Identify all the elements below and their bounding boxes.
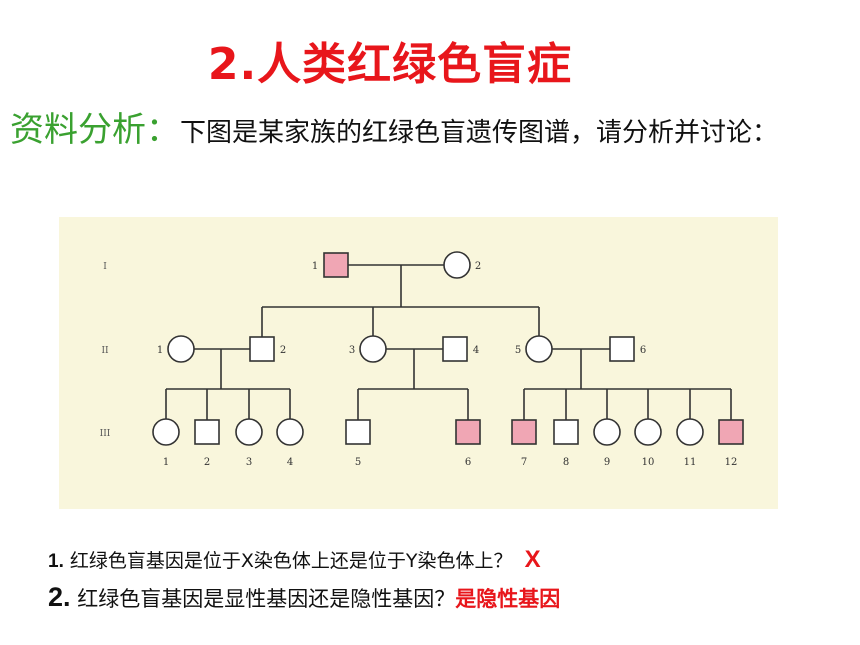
generation-label-I: I (103, 262, 107, 272)
member-label-iii-9: 9 (604, 457, 610, 468)
member-label-ii-6: 6 (640, 345, 646, 356)
male-symbol-iii-2 (194, 419, 220, 445)
member-label-ii-5: 5 (515, 345, 521, 356)
member-label-iii-3: 3 (246, 457, 252, 468)
question-1: 1. 红绿色盲基因是位于X染色体上还是位于Y染色体上？ X (48, 546, 541, 574)
male-symbol-iii-6 (455, 419, 481, 445)
member-label-iii-11: 11 (684, 457, 697, 468)
member-label-ii-3: 3 (349, 345, 355, 356)
male-symbol-iii-8 (553, 419, 579, 445)
female-symbol-iii-1 (152, 418, 180, 446)
female-symbol-ii-3 (359, 335, 387, 363)
intro-text: 下图是某家族的红绿色盲遗传图谱，请分析并讨论： (180, 118, 779, 148)
question-2-answer: 是隐性基因 (455, 587, 561, 611)
member-label-iii-5: 5 (355, 457, 361, 468)
female-symbol-ii-5 (525, 335, 553, 363)
member-label-iii-4: 4 (287, 457, 293, 468)
member-label-iii-12: 12 (725, 457, 738, 468)
male-symbol-iii-5 (345, 419, 371, 445)
member-label-ii-4: 4 (473, 345, 479, 356)
slide-title: 2.人类红绿色盲症 (207, 39, 573, 90)
female-symbol-iii-11 (676, 418, 704, 446)
member-label-i-1: 1 (312, 261, 318, 272)
generation-label-II: II (101, 346, 109, 356)
question-2-text: 红绿色盲基因是显性基因还是隐性基因？ (77, 587, 456, 611)
question-1-number: 1. (48, 551, 64, 572)
male-symbol-ii-6 (609, 336, 635, 362)
male-symbol-ii-2 (249, 336, 275, 362)
member-label-i-2: 2 (475, 261, 481, 272)
female-symbol-ii-1 (167, 335, 195, 363)
male-symbol-iii-7 (511, 419, 537, 445)
member-label-ii-2: 2 (280, 345, 286, 356)
question-2-number: 2. (48, 582, 71, 612)
question-2: 2. 红绿色盲基因是显性基因还是隐性基因？是隐性基因 (48, 582, 560, 613)
member-label-ii-1: 1 (157, 345, 163, 356)
female-symbol-i-2 (443, 251, 471, 279)
intro-paragraph: 资料分析：下图是某家族的红绿色盲遗传图谱，请分析并讨论： (10, 106, 850, 157)
member-label-iii-10: 10 (642, 457, 655, 468)
male-symbol-ii-4 (442, 336, 468, 362)
generation-label-III: III (100, 429, 111, 439)
pedigree-lines (165, 264, 732, 420)
member-label-iii-6: 6 (465, 457, 471, 468)
intro-label: 资料分析： (10, 110, 180, 150)
member-label-iii-7: 7 (521, 457, 527, 468)
female-symbol-iii-3 (235, 418, 263, 446)
member-label-iii-2: 2 (204, 457, 210, 468)
member-label-iii-1: 1 (163, 457, 169, 468)
male-symbol-i-1 (323, 252, 349, 278)
question-1-text: 红绿色盲基因是位于X染色体上还是位于Y染色体上？ (69, 550, 513, 572)
male-symbol-iii-12 (718, 419, 744, 445)
female-symbol-iii-9 (593, 418, 621, 446)
female-symbol-iii-4 (276, 418, 304, 446)
question-1-answer: X (524, 546, 541, 573)
member-label-iii-8: 8 (563, 457, 569, 468)
female-symbol-iii-10 (634, 418, 662, 446)
